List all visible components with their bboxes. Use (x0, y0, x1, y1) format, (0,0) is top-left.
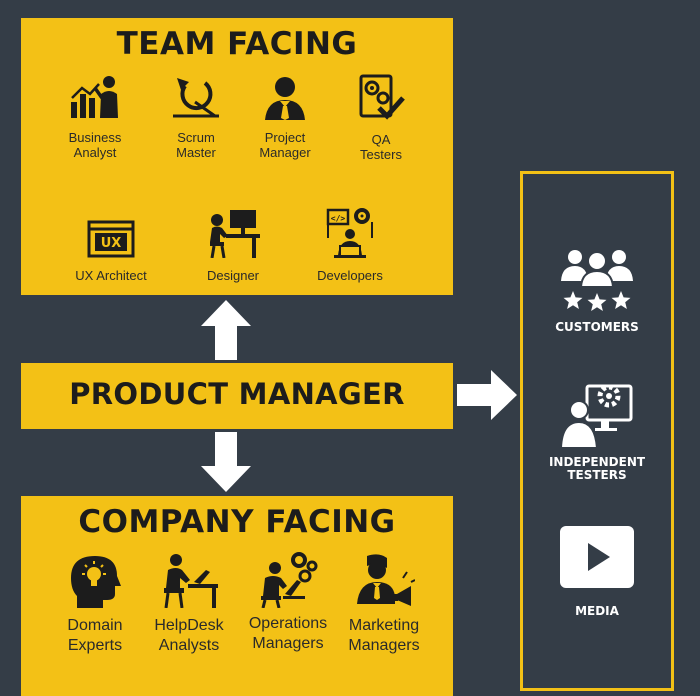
role-ux-architect: UX UX Architect (61, 220, 161, 283)
role-label: Project Manager (259, 130, 311, 160)
role-operations-managers: Operations Managers (238, 550, 338, 654)
role-label: Business Analyst (68, 130, 122, 160)
role-qa-testers: QA Testers (331, 74, 431, 162)
marketing-megaphone-icon (357, 554, 415, 606)
arrow-up-icon (201, 300, 251, 360)
role-label: Marketing Managers (348, 617, 420, 654)
designer-desk-icon (210, 210, 260, 258)
role-scrum-master: Scrum Master (146, 74, 246, 160)
arrow-down-icon (201, 432, 251, 492)
role-designer: Designer (183, 208, 283, 283)
external-media: MEDIA (523, 525, 671, 618)
role-label: HelpDesk Analysts (154, 617, 224, 654)
role-label: Developers (317, 268, 383, 283)
team-facing-panel: TEAM FACING Business Analyst Scrum Maste… (21, 18, 453, 295)
play-button-icon (560, 526, 634, 588)
team-facing-title: TEAM FACING (116, 26, 358, 62)
svg-text:UX: UX (101, 236, 122, 251)
tester-monitor-icon (559, 384, 633, 448)
idea-head-icon (71, 556, 121, 608)
role-marketing-managers: Marketing Managers (334, 552, 434, 656)
business-analyst-icon (71, 76, 118, 118)
customers-stars-icon (561, 250, 633, 311)
external-customers: CUSTOMERS (523, 247, 671, 334)
svg-text:</>: </> (331, 214, 346, 223)
external-label: CUSTOMERS (555, 320, 639, 334)
role-label: Domain Experts (67, 617, 123, 654)
qa-checklist-icon (359, 74, 405, 120)
role-label: Designer (206, 268, 260, 283)
operations-gears-icon (261, 552, 318, 608)
external-stakeholders-box: CUSTOMERS INDEPENDENT TESTERS MEDIA (520, 171, 674, 691)
external-independent-testers: INDEPENDENT TESTERS (523, 376, 671, 482)
company-facing-title: COMPANY FACING (78, 504, 396, 540)
role-label: Operations Managers (248, 615, 328, 652)
role-developers: </> Developers (300, 208, 400, 283)
helpdesk-desk-icon (164, 554, 218, 608)
external-label: INDEPENDENT TESTERS (548, 455, 646, 482)
role-domain-experts: Domain Experts (45, 552, 145, 656)
ux-window-icon: UX (87, 220, 135, 258)
role-label: Scrum Master (176, 130, 216, 160)
developer-laptop-icon: </> (326, 208, 373, 258)
arrow-right-icon (457, 370, 517, 420)
project-manager-icon (265, 77, 305, 120)
company-facing-panel: COMPANY FACING Domain Experts (21, 496, 453, 696)
role-helpdesk-analysts: HelpDesk Analysts (139, 552, 239, 656)
role-label: UX Architect (75, 268, 147, 283)
role-project-manager: Project Manager (235, 74, 335, 160)
product-manager-label: PRODUCT MANAGER (69, 377, 405, 411)
role-business-analyst: Business Analyst (45, 74, 145, 160)
scrum-cycle-icon (173, 78, 219, 118)
role-label: QA Testers (360, 132, 402, 162)
external-label: MEDIA (575, 604, 619, 618)
product-manager-bar: PRODUCT MANAGER (21, 363, 453, 429)
